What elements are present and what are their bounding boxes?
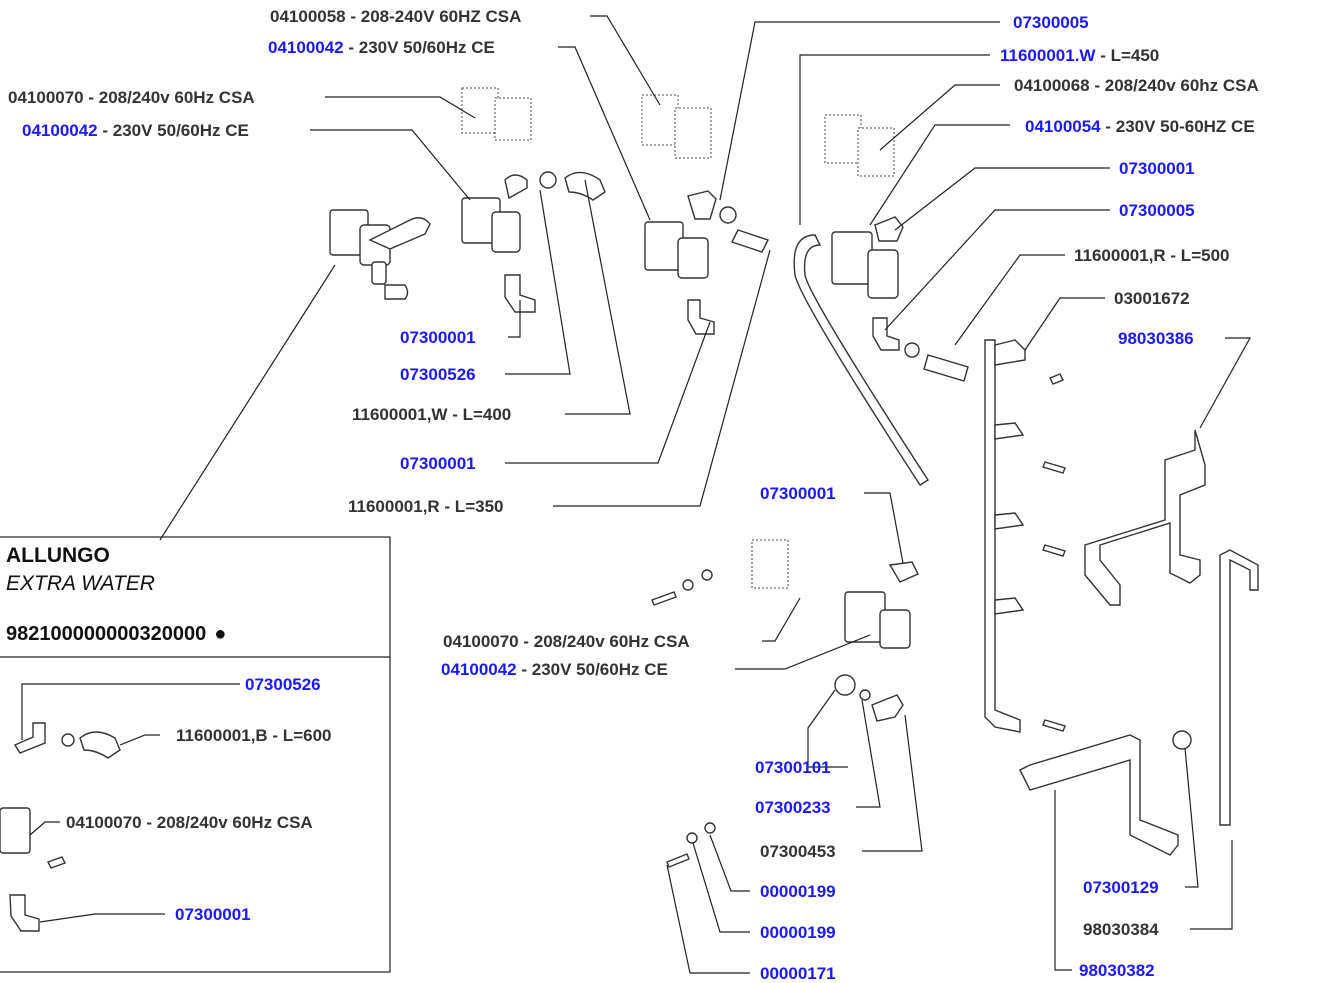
solenoid-valve-a	[461, 171, 606, 313]
callout-07300001-c: 07300001	[760, 484, 836, 503]
callout-04100058: 04100058 - 208-240V 60HZ CSA	[270, 7, 521, 26]
callout-labels: 04100058 - 208-240V 60HZ CSA 04100042 - …	[8, 7, 1259, 983]
callout-04100054: 04100054 - 230V 50-60HZ CE	[1025, 117, 1255, 136]
pipe-assembly-lower	[1019, 734, 1179, 856]
kit-code: 982100000000320000●	[6, 623, 226, 645]
solenoid-valve-c	[831, 216, 969, 382]
callout-07300101: 07300101	[755, 758, 831, 777]
kit-title: ALLUNGO	[6, 544, 110, 567]
callout-07300001-right: 07300001	[1119, 159, 1195, 178]
callout-98030386: 98030386	[1118, 329, 1194, 348]
callout-00000171: 00000171	[760, 964, 836, 983]
callout-07300005-top: 07300005	[1013, 13, 1089, 32]
kit-callout-07300526: 07300526	[245, 675, 321, 694]
solenoid-valve-csa-top-mid	[641, 94, 712, 159]
callout-04100042-left: 04100042 - 230V 50/60Hz CE	[22, 121, 249, 140]
callout-98030382: 98030382	[1079, 961, 1155, 980]
callout-07300005-right: 07300005	[1119, 201, 1195, 220]
kit-callout-11600001B-600: 11600001,B - L=600	[176, 726, 332, 745]
solenoid-valve-b	[644, 190, 769, 335]
callout-11600001W-400: 11600001,W - L=400	[352, 405, 511, 424]
solenoid-valve-left	[329, 209, 431, 300]
screw-set	[651, 373, 1066, 868]
callout-04100070-top: 04100070 - 208/240v 60Hz CSA	[8, 88, 255, 107]
callout-07300129: 07300129	[1083, 878, 1159, 897]
mounting-bracket	[984, 339, 1026, 733]
kit-box	[0, 536, 391, 973]
callout-07300001-a: 07300001	[400, 328, 476, 347]
solenoid-valve-csa-right	[824, 114, 895, 177]
solenoid-valve-csa-top-left	[461, 87, 532, 141]
callout-03001672: 03001672	[1114, 289, 1190, 308]
callout-11600001W-450: 11600001.W - L=450	[1000, 46, 1159, 65]
leader-lines	[21, 15, 1252, 974]
callout-07300526: 07300526	[400, 365, 476, 384]
kit-callout-07300001: 07300001	[175, 905, 251, 924]
kit-parts	[0, 722, 121, 932]
callout-04100070-mid: 04100070 - 208/240v 60Hz CSA	[443, 632, 690, 651]
kit-box-text: ALLUNGO EXTRA WATER 982100000000320000● …	[6, 544, 332, 924]
fittings-group	[834, 674, 1192, 750]
callout-07300233: 07300233	[755, 798, 831, 817]
callout-98030384: 98030384	[1083, 920, 1159, 939]
pipe-assembly-upper	[1084, 429, 1206, 606]
solenoid-valve-d	[751, 539, 919, 649]
callout-04100042-top: 04100042 - 230V 50/60Hz CE	[268, 38, 495, 57]
callout-11600001R-350: 11600001,R - L=350	[348, 497, 504, 516]
callout-07300001-b: 07300001	[400, 454, 476, 473]
kit-callout-04100070: 04100070 - 208/240v 60Hz CSA	[66, 813, 313, 832]
pipe-assembly-right	[1219, 549, 1259, 826]
callout-04100042-mid: 04100042 - 230V 50/60Hz CE	[441, 660, 668, 679]
water-hose-long	[793, 234, 929, 486]
kit-subtitle: EXTRA WATER	[6, 572, 155, 595]
callout-00000199-b: 00000199	[760, 923, 836, 942]
callout-07300453: 07300453	[760, 842, 836, 861]
callout-04100068: 04100068 - 208/240v 60hz CSA	[1014, 76, 1259, 95]
callout-11600001R-500: 11600001,R - L=500	[1074, 246, 1230, 265]
callout-00000199-a: 00000199	[760, 882, 836, 901]
